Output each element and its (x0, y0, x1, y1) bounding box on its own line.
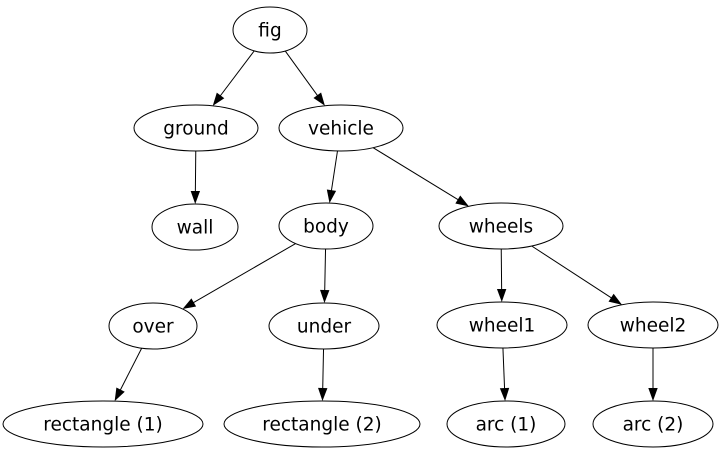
node-ellipse (2, 400, 204, 448)
node-wheel1: wheel1 (436, 301, 568, 349)
arrowhead-icon (455, 195, 469, 207)
node-ellipse (592, 400, 714, 448)
edge-body-over (182, 243, 296, 309)
node-label: arc (2) (623, 415, 684, 436)
edge-line (502, 347, 506, 392)
edge-line (322, 348, 325, 392)
node-wall: wall (151, 203, 239, 251)
edge-line (531, 245, 614, 300)
arrowhead-icon (182, 298, 197, 309)
edge-line (118, 347, 143, 393)
edge-line (218, 50, 255, 99)
node-label: wheel1 (469, 316, 536, 337)
node-over: over (108, 302, 198, 350)
node-ellipse (446, 400, 566, 448)
node-ellipse (268, 302, 380, 350)
node-ellipse (587, 301, 719, 349)
arrowhead-icon (320, 289, 330, 304)
edge-vehicle-body (326, 150, 338, 204)
node-fig: fig (232, 6, 308, 54)
arrowhead-icon (496, 288, 507, 303)
arrowhead-icon (499, 387, 510, 402)
node-label: arc (1) (476, 415, 537, 436)
edge-wheels-wheel1 (496, 248, 507, 303)
node-ellipse (438, 202, 564, 250)
node-ellipse (133, 104, 259, 152)
edge-under-rect2 (318, 348, 328, 402)
arrowhead-icon (318, 387, 328, 402)
node-label: ground (163, 119, 228, 140)
node-label: wall (177, 218, 214, 239)
node-label: rectangle (2) (262, 415, 381, 436)
node-ellipse (436, 301, 568, 349)
node-arc1: arc (1) (446, 400, 566, 448)
edge-line (330, 150, 338, 194)
edge-fig-vehicle (284, 50, 325, 106)
node-rect2: rectangle (2) (223, 400, 421, 448)
node-label: wheels (469, 217, 533, 238)
node-wheel2: wheel2 (587, 301, 719, 349)
node-arc2: arc (2) (592, 400, 714, 448)
edge-wheel2-arc2 (648, 348, 658, 401)
edge-over-rect1 (114, 347, 143, 402)
node-rect1: rectangle (1) (2, 400, 204, 448)
node-label: over (132, 317, 174, 338)
node-ellipse (278, 202, 374, 250)
node-ellipse (151, 203, 239, 251)
node-ellipse (232, 6, 308, 54)
node-under: under (268, 302, 380, 350)
node-ground: ground (133, 104, 259, 152)
edge-wheels-wheel2 (531, 245, 622, 305)
node-label: wheel2 (620, 316, 687, 337)
edge-line (284, 50, 320, 98)
arrowhead-icon (608, 293, 622, 305)
edge-wheel1-arc1 (499, 347, 510, 402)
node-label: rectangle (1) (43, 415, 162, 436)
edge-ground-wall (190, 150, 201, 205)
arrowhead-icon (190, 190, 201, 205)
node-wheels: wheels (438, 202, 564, 250)
arrowhead-icon (114, 387, 125, 402)
arrowhead-icon (212, 92, 225, 106)
node-body: body (278, 202, 374, 250)
node-ellipse (278, 104, 404, 152)
node-label: fig (258, 21, 281, 42)
edge-body-under (320, 248, 330, 304)
edge-line (324, 248, 327, 294)
node-label: vehicle (308, 119, 374, 140)
edge-line (190, 243, 296, 305)
node-vehicle: vehicle (278, 104, 404, 152)
arrowhead-icon (326, 189, 337, 204)
edge-vehicle-wheels (372, 147, 469, 207)
node-label: under (297, 317, 352, 338)
arrowhead-icon (648, 388, 658, 401)
node-ellipse (223, 400, 421, 448)
node-label: body (303, 217, 349, 238)
edge-line (372, 147, 461, 202)
edge-fig-ground (212, 50, 255, 106)
arrowhead-icon (313, 92, 325, 106)
node-ellipse (108, 302, 198, 350)
